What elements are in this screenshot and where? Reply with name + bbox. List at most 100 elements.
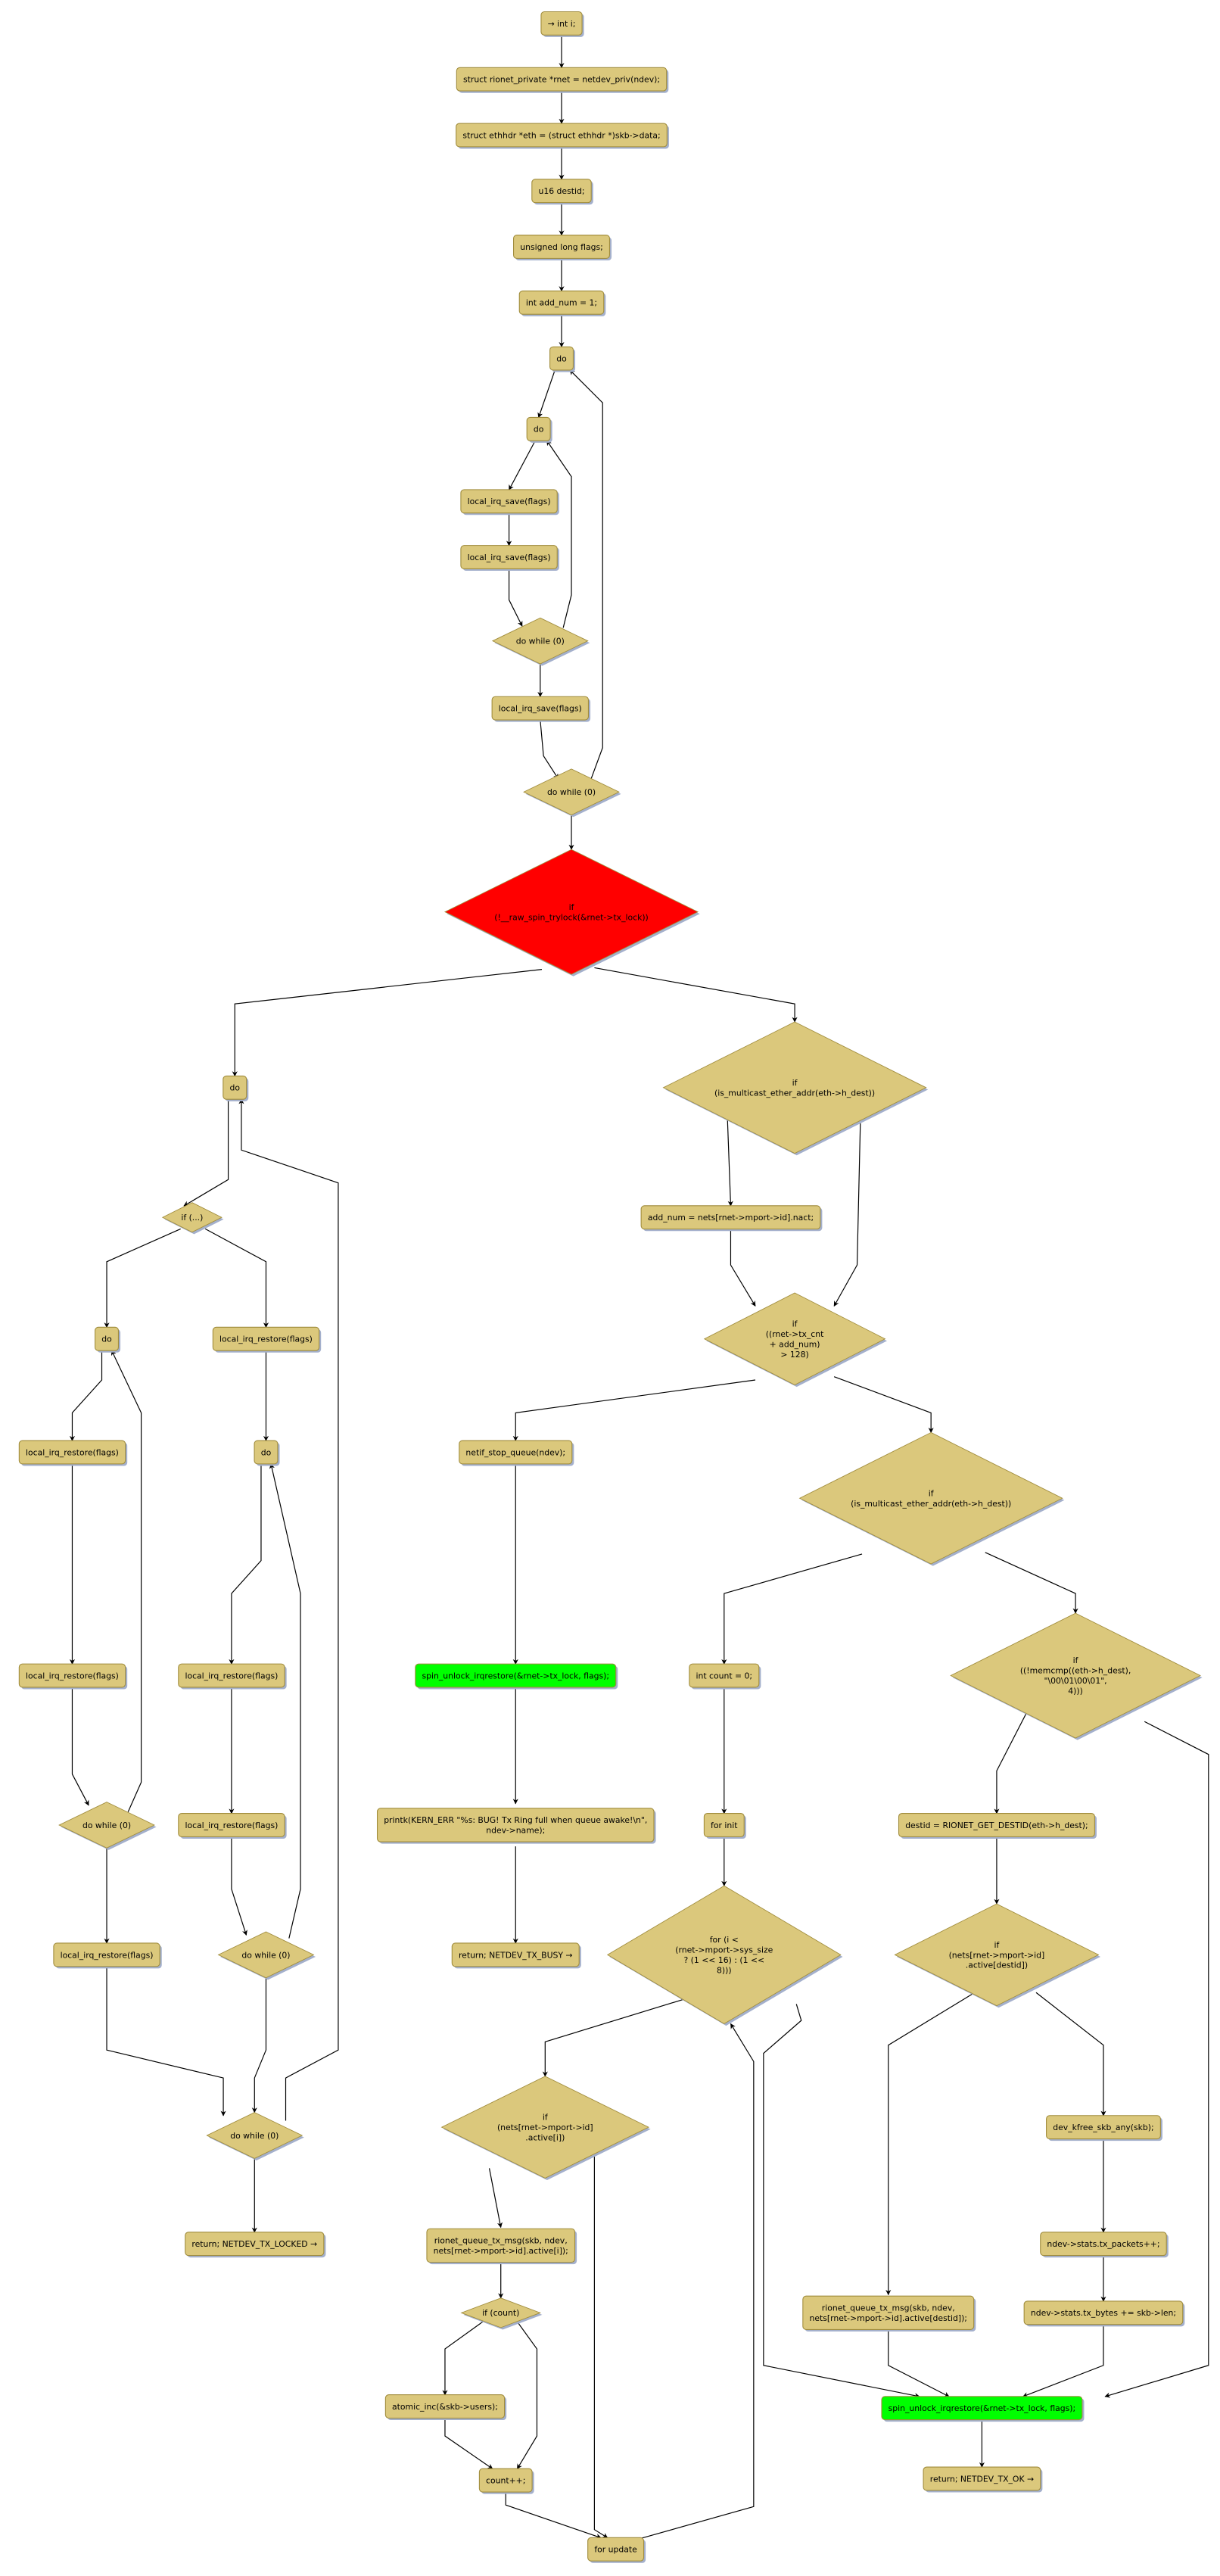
action-node-n8: local_irq_save(flags) — [460, 489, 559, 516]
node-label: spin_unlock_irqrestore(&rnet->tx_lock, f… — [422, 1671, 609, 1680]
action-node-n37: spin_unlock_irqrestore(&rnet->tx_lock, f… — [881, 2396, 1085, 2422]
decision-node-d13: if((!memcmp((eth->h_dest),"\00\01\00\01"… — [950, 1612, 1203, 1740]
action-node-n20: return; NETDEV_TX_LOCKED → — [185, 2232, 326, 2258]
node-label: add_num = nets[rnet->mport->id].nact; — [648, 1213, 814, 1223]
node-label: + add_num) — [770, 1339, 820, 1349]
flow-arrow — [593, 2155, 608, 2539]
decision-diamond — [798, 1431, 1063, 1565]
action-box — [178, 1813, 285, 1837]
node-label: do — [101, 1335, 112, 1344]
flow-arrow — [1022, 2324, 1104, 2397]
action-node-n31: for update — [587, 2537, 646, 2563]
action-box — [881, 2396, 1083, 2421]
node-label: for init — [711, 1821, 737, 1830]
node-label: ndev->name); — [486, 1826, 545, 1836]
action-node-n5: int add_num = 1; — [518, 290, 606, 316]
flow-arrow — [727, 1117, 733, 1207]
decision-diamond — [662, 1021, 927, 1154]
node-label: do — [230, 1083, 241, 1093]
decision-diamond — [460, 2297, 542, 2328]
node-label: "\00\01\00\01", — [1044, 1676, 1107, 1686]
decision-diamond — [58, 1802, 155, 1849]
decision-diamond — [491, 617, 589, 665]
action-box — [1046, 2115, 1161, 2140]
node-label: do while (0) — [547, 787, 596, 797]
action-box — [185, 2232, 325, 2257]
action-node-n14: local_irq_restore(flags) — [18, 1440, 128, 1466]
flow-arrow — [269, 1462, 301, 1939]
action-node-n29: atomic_inc(&skb->users); — [384, 2394, 507, 2420]
node-label: do while (0) — [230, 2131, 279, 2141]
node-label: unsigned long flags; — [520, 242, 603, 252]
flow-arrow — [183, 1098, 229, 1207]
action-box — [384, 2394, 506, 2419]
action-node-n1: struct rionet_private *rnet = netdev_pri… — [456, 67, 669, 93]
decision-diamond — [206, 2112, 303, 2159]
action-node-n23: spin_unlock_irqrestore(&rnet->tx_lock, f… — [415, 1663, 618, 1690]
node-label: int count = 0; — [696, 1671, 752, 1680]
flow-arrow — [537, 369, 556, 419]
flow-arrow — [69, 1350, 103, 1441]
decision-diamond — [443, 849, 699, 975]
flow-arrow — [888, 2331, 950, 2397]
flow-arrow — [232, 969, 543, 1077]
node-label: > 128) — [780, 1350, 808, 1360]
action-box — [223, 1075, 247, 1100]
action-box — [689, 1663, 760, 1688]
decision-node-d14: if(nets[rnet->mport->id].active[destid]) — [894, 1903, 1101, 2008]
action-node-n2: struct ethhdr *eth = (struct ethhdr *)sk… — [456, 123, 669, 149]
flow-arrow — [71, 1687, 89, 1806]
node-label: atomic_inc(&skb->users); — [392, 2402, 498, 2412]
node-label: 8))) — [717, 1965, 732, 1975]
node-label: if — [569, 902, 575, 912]
node-label: spin_unlock_irqrestore(&rnet->tx_lock, f… — [889, 2403, 1076, 2413]
node-label: local_irq_save(flags) — [468, 553, 551, 562]
node-label: local_irq_restore(flags) — [26, 1671, 119, 1680]
flow-arrow — [509, 440, 536, 491]
action-box — [460, 489, 558, 514]
decision-diamond — [217, 1931, 315, 1979]
action-node-n0: → int i; — [540, 11, 584, 37]
flow-arrow — [546, 440, 572, 628]
flow-arrow — [994, 1713, 1027, 1814]
action-node-n26: int count = 0; — [689, 1663, 761, 1690]
action-node-n11: do — [223, 1075, 249, 1101]
node-label: if — [792, 1078, 798, 1088]
decision-node-d3: if (...) — [161, 1202, 224, 1235]
flow-arrow — [488, 2168, 503, 2229]
action-box — [456, 67, 668, 92]
action-node-n34: ndev->stats.tx_packets++; — [1040, 2232, 1169, 2258]
node-label: do — [261, 1447, 272, 1457]
action-node-n4: unsigned long flags; — [513, 235, 612, 260]
flow-arrow — [594, 967, 798, 1023]
flow-arrow — [238, 1098, 339, 2121]
flow-arrow — [833, 1376, 934, 1434]
node-label: local_irq_restore(flags) — [61, 1950, 154, 1960]
action-box — [923, 2466, 1041, 2491]
action-node-n16: local_irq_restore(flags) — [53, 1942, 162, 1969]
action-node-n24: printk(KERN_ERR "%s: BUG! Tx Ring full w… — [376, 1808, 656, 1844]
flow-arrow — [542, 1997, 690, 2077]
decision-diamond — [161, 1202, 223, 1233]
node-label: if (count) — [482, 2308, 519, 2318]
node-label: ? (1 << 16) : (1 << — [683, 1955, 764, 1965]
decision-node-d6: do while (0) — [206, 2112, 304, 2160]
flow-arrow — [885, 1993, 973, 2296]
action-node-n7: do — [526, 416, 552, 443]
node-label: for update — [594, 2545, 637, 2555]
action-box — [549, 346, 574, 371]
node-label: (is_multicast_ether_addr(eth->h_dest)) — [714, 1088, 875, 1098]
flow-arrow — [505, 2491, 602, 2539]
node-label: rionet_queue_tx_msg(skb, ndev, — [434, 2236, 568, 2246]
action-node-n28: rionet_queue_tx_msg(skb, ndev,nets[rnet-… — [426, 2228, 577, 2265]
decision-node-d12: if (count) — [460, 2297, 543, 2330]
node-label: int add_num = 1; — [526, 298, 597, 308]
action-box — [491, 696, 589, 721]
action-node-n35: ndev->stats.tx_bytes += skb->len; — [1023, 2300, 1185, 2327]
flow-arrow — [231, 1836, 247, 1936]
node-label: destid = RIONET_GET_DESTID(eth->h_dest); — [905, 1821, 1088, 1830]
node-label: netif_stop_queue(ndev); — [465, 1447, 565, 1457]
node-label: printk(KERN_ERR "%s: BUG! Tx Ring full w… — [384, 1815, 647, 1825]
flow-arrow — [444, 2418, 493, 2469]
